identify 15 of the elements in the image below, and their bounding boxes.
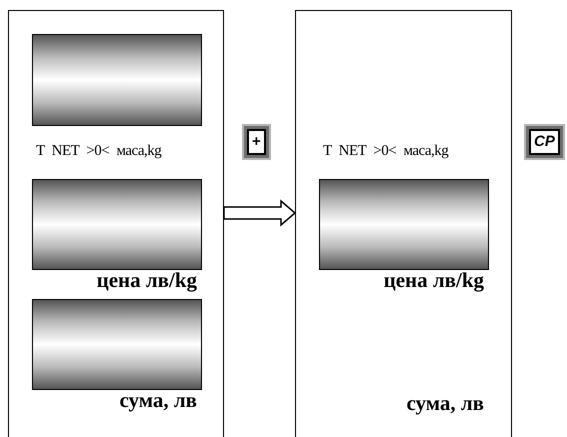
key-button: + — [242, 124, 271, 160]
display-window — [319, 179, 489, 270]
display-window — [32, 179, 202, 270]
status-indicators: T NET >0< маса,kg — [323, 143, 448, 160]
display-caption: сума, лв — [406, 391, 484, 416]
key-button: CP — [524, 124, 565, 160]
scale-panel — [8, 10, 224, 437]
display-window — [32, 299, 202, 390]
arrow — [223, 199, 296, 227]
display-caption: цена лв/kg — [96, 268, 197, 293]
scale-panel — [295, 10, 512, 437]
status-indicators: T NET >0< маса,kg — [36, 143, 162, 160]
display-window — [32, 34, 202, 126]
display-caption: сума, лв — [119, 388, 197, 413]
display-caption: цена лв/kg — [384, 268, 484, 293]
